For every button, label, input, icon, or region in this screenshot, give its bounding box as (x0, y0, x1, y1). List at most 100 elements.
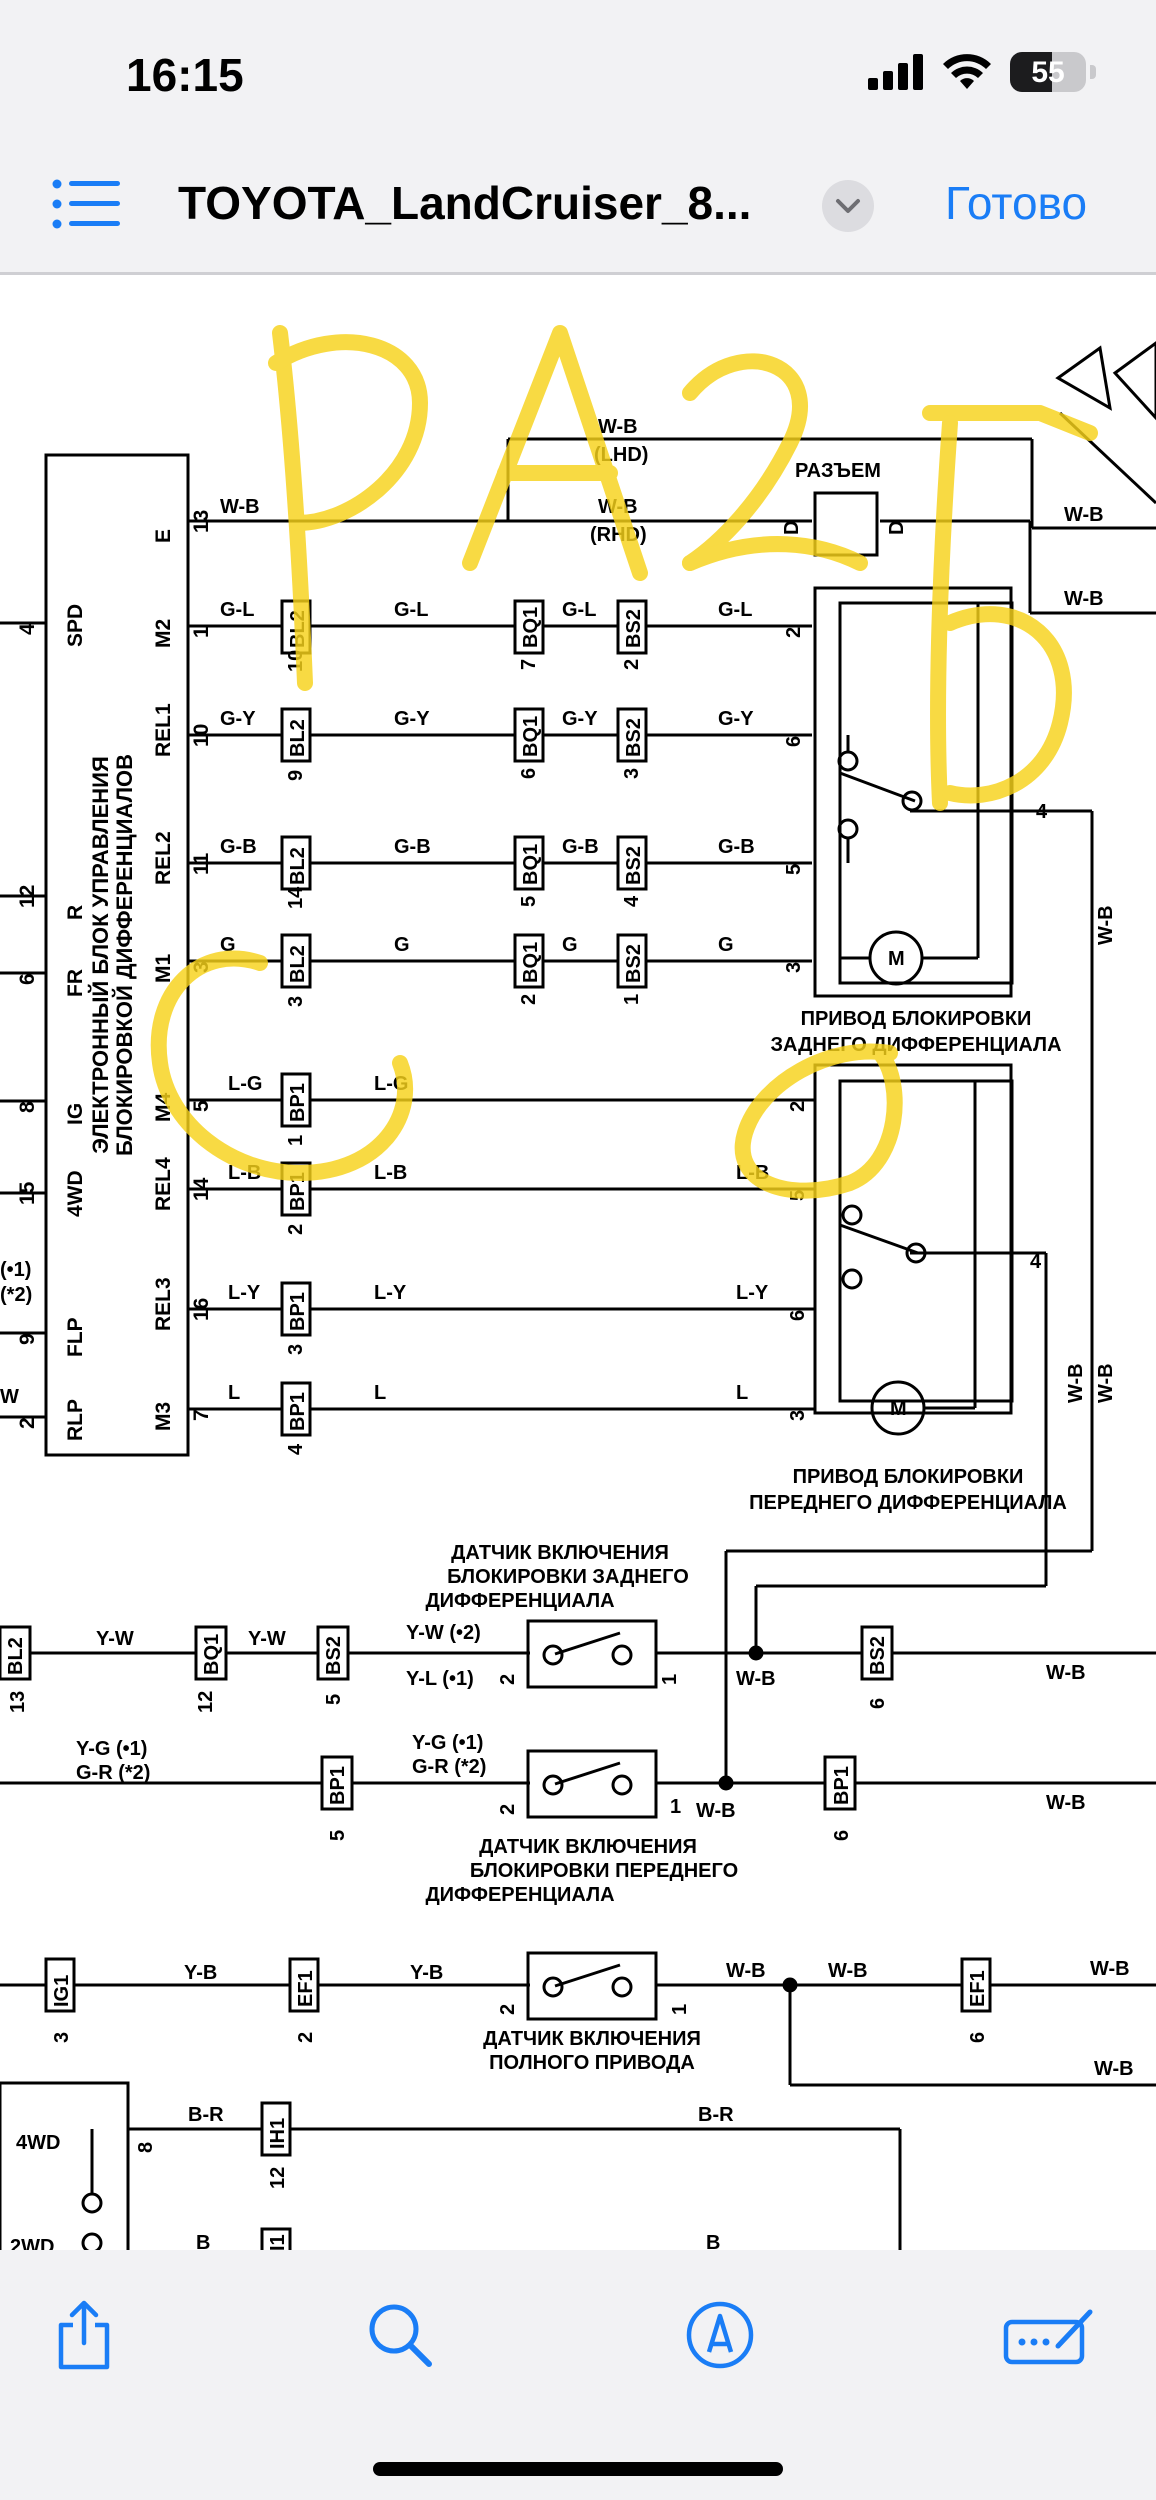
rs-conn-2: BS2 (323, 1636, 345, 1675)
front-actuator-pin: 4 (1030, 1251, 1042, 1273)
rear-actuator-label-1: ПРИВОД БЛОКИРОВКИ (801, 1008, 1032, 1030)
upper-conn-1: BL2 (287, 945, 309, 983)
front-sensor-label-1: ДАТЧИК ВКЛЮЧЕНИЯ (479, 1836, 697, 1858)
front-sensor-label-2: БЛОКИРОВКИ ПЕРЕДНЕГО (470, 1860, 738, 1882)
front-actuator-label-1: ПРИВОД БЛОКИРОВКИ (793, 1466, 1024, 1488)
fs-wire-3: W-B (1046, 1792, 1086, 1814)
upper-conn-3: BS2 (623, 944, 645, 983)
rear-actuator-label-2: ЗАДНЕГО ДИФФЕРЕНЦИАЛА (770, 1034, 1061, 1056)
awd-sensor-label-1: ДАТЧИК ВКЛЮЧЕНИЯ (483, 2028, 701, 2050)
ecu-left-pin-name: SPD (64, 604, 87, 647)
ecu-left-pin-name: RLP (64, 1399, 87, 1441)
signature-button[interactable] (1000, 2295, 1100, 2375)
upper-wire-1: G-B (220, 836, 257, 858)
awd-sensor-label-2: ПОЛНОГО ПРИВОДА (489, 2052, 695, 2074)
bottom-toolbar (0, 2250, 1156, 2500)
ecu-right-pin-name: M2 (152, 619, 175, 648)
ecu-left-pin-name: FLP (64, 1317, 87, 1357)
search-button[interactable] (360, 2295, 440, 2375)
wire-label-right-top: W-B (1064, 504, 1104, 526)
done-button[interactable]: Готово (945, 177, 1088, 229)
ecu-right-pin-name: REL1 (152, 703, 175, 757)
ecu-right-pin-num: 1 (190, 626, 213, 638)
upper-wire-3: G-B (562, 836, 599, 858)
rs-num-4: 6 (867, 1698, 889, 1709)
markup-button[interactable] (680, 2295, 760, 2375)
battery-level: 55 (1031, 56, 1065, 89)
upper-num-3: 4 (621, 895, 643, 907)
signature-icon (1003, 2309, 1093, 2365)
awd-wire-4: W-B (828, 1960, 868, 1982)
rs-pin-1: 1 (659, 1674, 681, 1685)
upper-conn-3: BS2 (623, 609, 645, 648)
awd-pin-1: 1 (669, 2004, 691, 2015)
status-bar: 16:15 55 (0, 0, 1156, 150)
title-menu-button[interactable] (822, 180, 874, 232)
lower-pin: 2 (787, 1101, 809, 1112)
search-icon (369, 2304, 432, 2367)
fs-conn-2: BP1 (831, 1766, 853, 1805)
ecu-right-pin-num: 7 (190, 1409, 213, 1421)
lower-conn-1: BP1 (287, 1392, 309, 1431)
upper-pin: 6 (783, 736, 805, 747)
upper-num-3: 2 (621, 659, 643, 670)
document-viewer[interactable]: ЭЛЕКТРОННЫЙ БЛОК УПРАВЛЕНИЯ БЛОКИРОВКОЙ … (0, 272, 1156, 2253)
upper-wire-3: G (562, 934, 578, 956)
awd-num-1: 2 (295, 2032, 317, 2043)
upper-wire-1: G-Y (220, 708, 256, 730)
status-time: 16:15 (126, 49, 244, 101)
ecu-left-pin-name: 4WD (64, 1170, 87, 1217)
awd-num-3: 6 (967, 2032, 989, 2043)
battery-tip (1090, 65, 1096, 79)
share-icon (58, 2300, 110, 2370)
ecu-right-pin-num: 11 (190, 852, 213, 875)
ecu-left-pin-num: 2 (16, 1417, 39, 1429)
fs-wire-2: W-B (696, 1800, 736, 1822)
home-indicator (373, 2462, 783, 2476)
ecu-left-pin-num: 8 (16, 1101, 39, 1113)
ecu-left-pin-name: FR (64, 969, 87, 997)
left-edge-label-2: (*2) (0, 1284, 32, 1306)
lower-num-1: 3 (285, 1344, 307, 1355)
rs-wire-3a: Y-W (•2) (406, 1622, 481, 1644)
front-actuator-label-2: ПЕРЕДНЕГО ДИФФЕРЕНЦИАЛА (749, 1492, 1067, 1514)
ecu-left-pin-name: IG (64, 1103, 87, 1125)
wire-label-right-top-2: W-B (1064, 588, 1104, 610)
ecu-left-pin-num: 9 (16, 1333, 39, 1345)
list-icon[interactable] (52, 178, 120, 230)
upper-wire-4: G-Y (718, 708, 754, 730)
rs-num-0: 13 (7, 1691, 29, 1713)
status-icons: 55 (868, 52, 1096, 92)
awd-wire-2: Y-B (410, 1962, 443, 1984)
rear-actuator-pin: 4 (1036, 801, 1048, 823)
cellular-signal-icon (868, 54, 923, 90)
lower-conn-1: BP1 (287, 1292, 309, 1331)
wiring-diagram: ЭЛЕКТРОННЫЙ БЛОК УПРАВЛЕНИЯ БЛОКИРОВКОЙ … (0, 325, 1156, 2253)
upper-pin: 3 (783, 962, 805, 973)
upper-num-3: 3 (621, 768, 643, 779)
upper-num-2: 2 (518, 994, 540, 1005)
rs-wire-2: Y-W (248, 1628, 286, 1650)
share-button[interactable] (44, 2295, 124, 2375)
lower-pin: 3 (787, 1410, 809, 1421)
fs-wire-1b: G-R (*2) (412, 1756, 486, 1778)
upper-wire-3: G-L (562, 599, 596, 621)
rs-conn-4: BS2 (867, 1636, 889, 1675)
upper-conn-3: BS2 (623, 846, 645, 885)
fs-wire-0a: Y-G (•1) (76, 1738, 147, 1760)
battery-icon: 55 (1010, 52, 1086, 92)
ecu-left-pin-num: 12 (16, 885, 39, 908)
lower-pin: 6 (787, 1310, 809, 1321)
chevron-down-icon (836, 199, 860, 213)
upper-wire-4: G-B (718, 836, 755, 858)
fs-conn-1: BP1 (327, 1766, 349, 1805)
upper-num-1: 14 (285, 886, 307, 909)
fs-num-1: 5 (327, 1830, 349, 1841)
upper-num-1: 3 (285, 996, 307, 1007)
upper-wire-2: G-L (394, 599, 428, 621)
wire-label-vert-3: W-B (1095, 1363, 1117, 1403)
upper-conn-1: BL2 (287, 847, 309, 885)
lower-conn-1: BP1 (287, 1172, 309, 1211)
lower-wire-3: L-Y (736, 1282, 769, 1304)
upper-num-2: 5 (518, 896, 540, 907)
